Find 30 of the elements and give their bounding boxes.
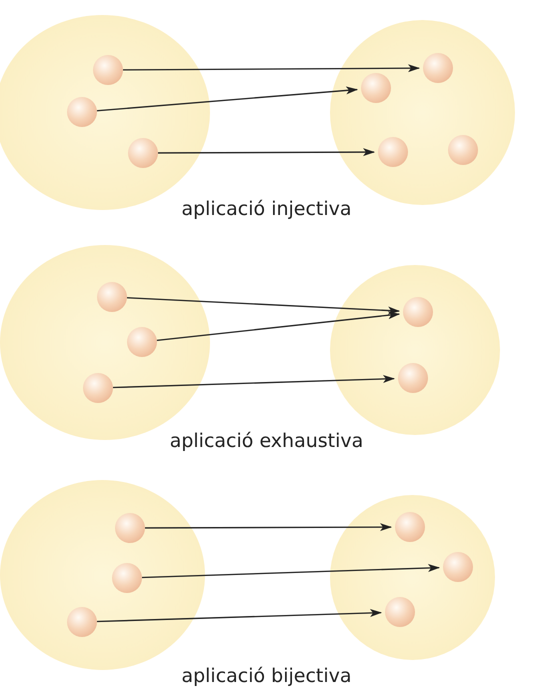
element-dot — [403, 297, 433, 327]
element-dot — [67, 607, 97, 637]
element-dot — [112, 563, 142, 593]
arrow — [158, 148, 375, 156]
arrow — [112, 374, 395, 388]
element-dot — [83, 373, 113, 403]
arrow — [142, 564, 440, 578]
element-dot — [395, 512, 425, 542]
caption: aplicació bijectiva — [181, 665, 352, 687]
element-dot — [127, 327, 157, 357]
caption: aplicació exhaustiva — [170, 430, 364, 452]
element-dot — [128, 138, 158, 168]
element-dot — [93, 55, 123, 85]
element-dot — [378, 137, 408, 167]
element-dot — [67, 97, 97, 127]
element-dot — [443, 552, 473, 582]
element-dot — [398, 363, 428, 393]
element-dot — [115, 513, 145, 543]
element-dot — [97, 282, 127, 312]
arrow — [123, 64, 420, 72]
element-dot — [361, 73, 391, 103]
arrow — [126, 297, 400, 315]
element-dot — [448, 135, 478, 165]
element-dot — [385, 597, 415, 627]
element-dot — [423, 53, 453, 83]
arrow — [145, 523, 392, 532]
arrow — [156, 311, 400, 342]
arrow — [96, 608, 382, 622]
arrow — [96, 86, 358, 112]
caption: aplicació injectiva — [181, 198, 352, 220]
